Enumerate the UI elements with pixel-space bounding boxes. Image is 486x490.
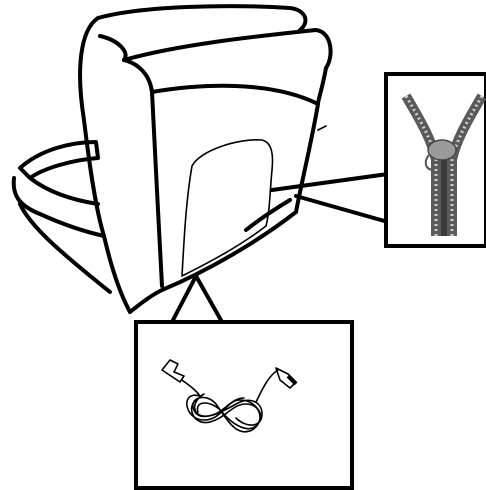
zipper-detail bbox=[386, 74, 486, 246]
seat-cushion bbox=[14, 142, 110, 292]
backrest bbox=[80, 6, 330, 312]
cable-detail bbox=[136, 322, 352, 488]
